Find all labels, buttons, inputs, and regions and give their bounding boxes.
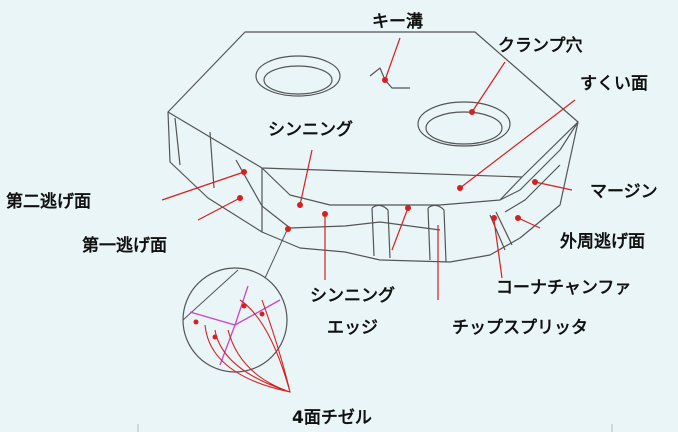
chisel-profile-curves xyxy=(204,299,291,393)
leader-primary-relief xyxy=(197,197,241,221)
label-secondary-relief: 第二逃げ面 xyxy=(6,192,91,212)
leader-corner-chamfer xyxy=(493,219,503,279)
dot-clamp-hole xyxy=(469,109,475,115)
key-groove-notch xyxy=(369,67,410,89)
leader-key-groove xyxy=(384,37,401,81)
dot-chip-splitter xyxy=(405,205,411,211)
dot-thinning-edge xyxy=(322,211,328,217)
chip-splitter-1 xyxy=(371,204,391,259)
dot-primary-relief xyxy=(237,195,243,201)
label-thinning-edge: シンニング エッジ xyxy=(310,286,395,338)
chip-splitter-2 xyxy=(427,204,447,263)
dot-chisel-4 xyxy=(212,334,218,340)
label-clamp-hole: クランプ穴 xyxy=(498,36,583,56)
clamp-hole-right-outer xyxy=(417,101,511,147)
side-edge-lines xyxy=(174,117,215,189)
chisel-facet-lines xyxy=(189,285,281,366)
clamp-holes xyxy=(255,55,511,147)
clamp-hole-left-inner xyxy=(263,65,333,95)
label-thinning: シンニング xyxy=(268,120,353,140)
leader-secondary-relief xyxy=(161,171,245,201)
leader-dots xyxy=(193,77,538,340)
front-face-bottom xyxy=(261,121,579,263)
clamp-hole-right-inner xyxy=(425,111,503,145)
label-chip-splitter: チップスプリッタ xyxy=(452,318,588,338)
dot-key-groove xyxy=(382,77,388,83)
leader-thinning xyxy=(299,149,313,206)
label-outer-relief: 外周逃げ面 xyxy=(560,232,645,252)
label-rake-face: すくい面 xyxy=(580,74,648,94)
leader-chip-splitter-2 xyxy=(391,207,409,251)
magnifier-connector xyxy=(182,227,289,321)
corner-chamfer-line xyxy=(489,211,513,251)
leader-lines xyxy=(161,37,576,300)
magnifier-circle xyxy=(182,267,288,373)
dot-outer-relief xyxy=(515,215,521,221)
dot-secondary-relief xyxy=(241,169,247,175)
leader-margin xyxy=(534,181,573,191)
dot-thinning xyxy=(297,202,303,208)
clamp-hole-left-outer xyxy=(255,55,341,97)
dot-chisel-1 xyxy=(193,319,199,325)
label-key-groove: キー溝 xyxy=(372,12,423,32)
leader-outer-relief xyxy=(517,217,541,229)
left-side-face xyxy=(167,111,263,233)
margin-lines xyxy=(499,121,579,213)
dot-rake-face xyxy=(457,185,463,191)
dot-chisel-2 xyxy=(241,303,247,309)
label-four-facet-chisel: 4面チゼル xyxy=(292,408,372,428)
chisel-magnifier xyxy=(182,227,291,393)
dot-margin xyxy=(532,179,538,185)
dot-corner-chamfer xyxy=(491,215,497,221)
label-margin: マージン xyxy=(590,182,658,202)
label-primary-relief: 第一逃げ面 xyxy=(82,236,167,256)
dot-chisel-3 xyxy=(259,311,265,317)
dot-chisel-center xyxy=(285,226,291,232)
leader-clamp-hole xyxy=(471,61,506,113)
thinning-edge-line xyxy=(235,159,441,231)
bottom-guides xyxy=(137,424,613,432)
label-corner-chamfer: コーナチャンファ xyxy=(496,278,632,298)
leader-rake-face xyxy=(459,99,576,189)
insert-outline xyxy=(167,31,579,263)
